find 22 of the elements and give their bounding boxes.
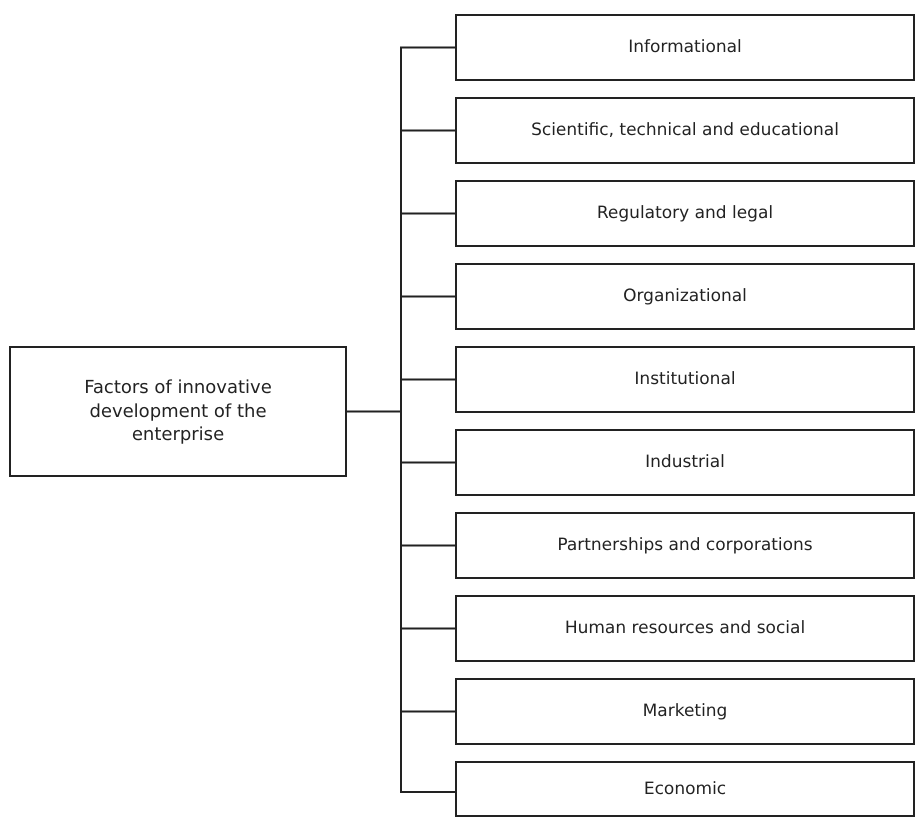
box-label: Industrial (645, 451, 725, 474)
box-label: Marketing (642, 700, 728, 723)
box-label: Institutional (634, 368, 736, 391)
box-label: Economic (644, 778, 726, 800)
box-label: Scientific, technical and educational (531, 119, 839, 142)
box-label: Regulatory and legal (596, 202, 774, 225)
box-label: Organizational (623, 285, 747, 308)
factor-box (455, 512, 915, 579)
box-label: Human resources and social (564, 617, 806, 640)
factor-box (455, 761, 915, 817)
box-label: Factors of innovative development of the enterprise (83, 376, 273, 447)
factor-box (455, 14, 915, 81)
box-label: Informational (628, 36, 742, 59)
box-label: Partnerships and corporations (557, 534, 813, 557)
factor-box (455, 678, 915, 745)
factor-box (455, 429, 915, 496)
factor-box (455, 97, 915, 164)
factor-box (455, 595, 915, 662)
factor-box (455, 180, 915, 247)
factor-box (455, 263, 915, 330)
factor-box (455, 346, 915, 413)
root-box (9, 346, 347, 477)
